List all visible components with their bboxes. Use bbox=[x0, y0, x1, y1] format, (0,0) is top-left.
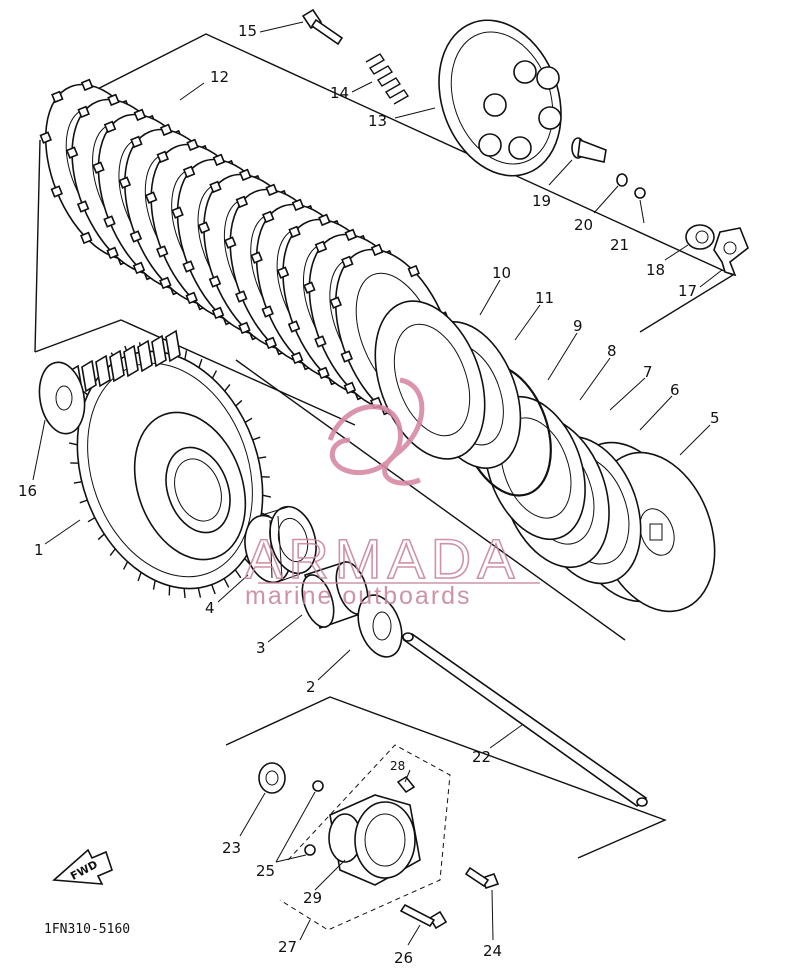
pin-25a bbox=[312, 780, 324, 792]
part-label: 18 bbox=[646, 261, 665, 279]
part-label: 28 bbox=[390, 759, 405, 773]
bolt-24 bbox=[464, 866, 490, 888]
part-label: 11 bbox=[535, 289, 554, 307]
washer-2 bbox=[357, 594, 403, 658]
push-rod-22 bbox=[402, 632, 648, 808]
part-label: 10 bbox=[492, 264, 511, 282]
part-label: 24 bbox=[483, 942, 502, 960]
bleed-screw-28 bbox=[396, 775, 416, 794]
part-label: 5 bbox=[710, 409, 720, 427]
pin-25b bbox=[304, 844, 316, 856]
thrust-washer-16 bbox=[38, 361, 86, 435]
part-label: 22 bbox=[472, 748, 491, 766]
fwd-arrow: FWD bbox=[52, 848, 113, 885]
push-piece-19 bbox=[571, 137, 607, 163]
watermark-tagline: marine outboards bbox=[245, 582, 472, 610]
watermark-brand: ARMADA bbox=[245, 527, 521, 590]
watermark: ARMADA marine outboards bbox=[244, 377, 540, 610]
bolt-15 bbox=[301, 8, 344, 46]
slave-cylinder-group-outline bbox=[225, 696, 667, 931]
ball-21 bbox=[634, 187, 646, 199]
part-label: 7 bbox=[643, 363, 653, 381]
part-label: 27 bbox=[278, 938, 297, 956]
part-label: 15 bbox=[238, 22, 257, 40]
watermark-logo-mark bbox=[327, 377, 425, 486]
drawing-code: 1FN310-5160 bbox=[44, 922, 130, 937]
needle-bearing-4 bbox=[244, 505, 317, 584]
part-label: 9 bbox=[573, 317, 583, 335]
part-label: 3 bbox=[256, 639, 266, 657]
bolt-26 bbox=[399, 903, 436, 928]
part-label: 26 bbox=[394, 949, 413, 967]
clutch-spring-14 bbox=[365, 53, 409, 105]
part-label: 8 bbox=[607, 342, 617, 360]
lock-washer-17 bbox=[713, 227, 749, 277]
part-label: 23 bbox=[222, 839, 241, 857]
part-label: 21 bbox=[610, 236, 629, 254]
part-label: 16 bbox=[18, 482, 37, 500]
slave-cylinder-27 bbox=[258, 762, 500, 930]
o-ring-20 bbox=[616, 173, 628, 187]
part-label: 12 bbox=[210, 68, 229, 86]
leader-lines bbox=[32, 21, 723, 946]
friction-plate-10 bbox=[374, 300, 486, 460]
part-number-labels: 1 2 3 4 5 6 7 8 9 10 11 12 13 14 15 16 1… bbox=[18, 22, 720, 967]
part-label: 25 bbox=[256, 862, 275, 880]
part-label: 20 bbox=[574, 216, 593, 234]
part-label: 29 bbox=[303, 889, 322, 907]
part-label: 13 bbox=[368, 112, 387, 130]
part-label: 2 bbox=[306, 678, 316, 696]
part-label: 1 bbox=[34, 541, 44, 559]
part-label: 6 bbox=[670, 381, 680, 399]
part-label: 19 bbox=[532, 192, 551, 210]
part-label: 4 bbox=[205, 599, 215, 617]
part-label: 17 bbox=[678, 282, 697, 300]
nut-18 bbox=[685, 224, 715, 250]
seal-23 bbox=[258, 762, 286, 794]
part-label: 14 bbox=[330, 84, 349, 102]
pressure-plate-13 bbox=[438, 19, 562, 177]
